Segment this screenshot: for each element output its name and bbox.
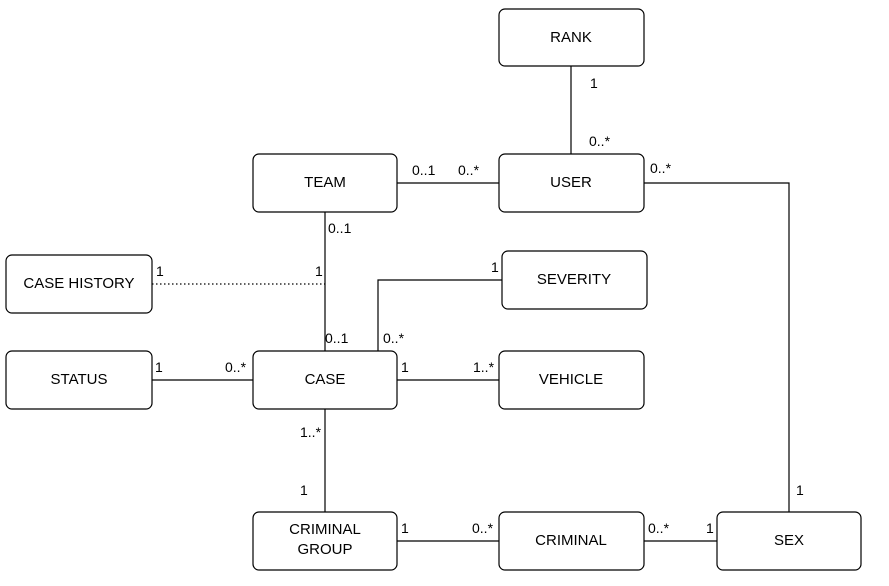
mult-case-group-group: 1 bbox=[300, 482, 308, 498]
entity-vehicle-label: VEHICLE bbox=[539, 371, 603, 388]
mult-user-sex-sex: 1 bbox=[796, 482, 804, 498]
entity-criminal-label: CRIMINAL bbox=[535, 532, 607, 549]
severity-case-connector bbox=[377, 279, 502, 351]
entity-case[interactable]: CASE bbox=[252, 350, 398, 410]
entity-criminal-group-label-line2: GROUP bbox=[297, 541, 352, 558]
mult-user-sex-user: 0..* bbox=[650, 160, 672, 176]
mult-group-criminal-group: 1 bbox=[401, 520, 409, 536]
entity-criminal-group-label-line1: CRIMINAL bbox=[289, 521, 361, 538]
mult-team-user-team: 0..1 bbox=[412, 162, 436, 178]
entity-criminal[interactable]: CRIMINAL bbox=[498, 511, 645, 571]
mult-team-user-user: 0..* bbox=[458, 162, 480, 178]
mult-history-case-history: 1 bbox=[156, 263, 164, 279]
entity-status-label: STATUS bbox=[51, 371, 108, 388]
mult-status-case-case: 0..* bbox=[225, 359, 247, 375]
mult-case-vehicle-vehicle: 1..* bbox=[473, 359, 495, 375]
entity-user[interactable]: USER bbox=[498, 153, 645, 213]
mult-group-criminal-criminal: 0..* bbox=[472, 520, 494, 536]
entity-status[interactable]: STATUS bbox=[5, 350, 153, 410]
mult-history-case-case: 1 bbox=[315, 263, 323, 279]
mult-rank-user-user: 0..* bbox=[589, 133, 611, 149]
mult-status-case-status: 1 bbox=[155, 359, 163, 375]
entity-severity-label: SEVERITY bbox=[537, 271, 611, 288]
entity-vehicle[interactable]: VEHICLE bbox=[498, 350, 645, 410]
entity-case-history[interactable]: CASE HISTORY bbox=[5, 254, 153, 314]
entity-team-label: TEAM bbox=[304, 174, 346, 191]
entity-criminal-group[interactable]: CRIMINAL GROUP bbox=[252, 511, 398, 571]
entity-case-label: CASE bbox=[305, 371, 346, 388]
mult-severity-case-severity: 1 bbox=[491, 259, 499, 275]
entity-sex-label: SEX bbox=[774, 532, 804, 549]
entity-team[interactable]: TEAM bbox=[252, 153, 398, 213]
mult-rank-user-rank: 1 bbox=[590, 75, 598, 91]
entity-rank[interactable]: RANK bbox=[498, 8, 645, 67]
entity-case-history-label: CASE HISTORY bbox=[23, 275, 134, 292]
entity-user-label: USER bbox=[550, 174, 592, 191]
mult-criminal-sex-criminal: 0..* bbox=[648, 520, 670, 536]
mult-case-group-case: 1..* bbox=[300, 424, 322, 440]
entity-rank-label: RANK bbox=[550, 29, 592, 46]
mult-team-case-team: 0..1 bbox=[328, 220, 352, 236]
mult-team-case-case: 0..1 bbox=[325, 330, 349, 346]
mult-severity-case-case: 0..* bbox=[383, 330, 405, 346]
entity-severity[interactable]: SEVERITY bbox=[501, 250, 648, 310]
entity-sex[interactable]: SEX bbox=[716, 511, 862, 571]
mult-case-vehicle-case: 1 bbox=[401, 359, 409, 375]
mult-criminal-sex-sex: 1 bbox=[706, 520, 714, 536]
user-sex-connector bbox=[644, 182, 790, 512]
